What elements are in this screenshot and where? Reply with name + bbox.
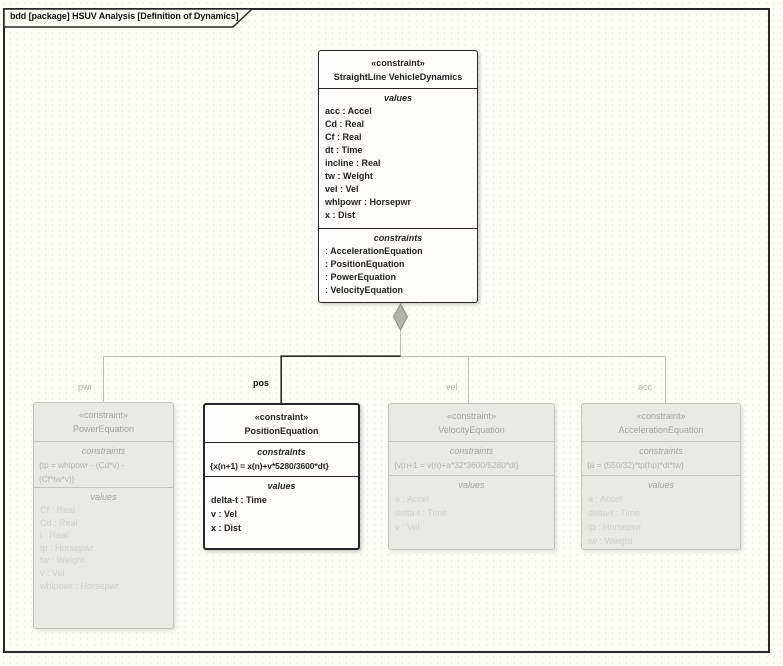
block-header: «constraint» PowerEquation [34, 403, 173, 436]
constraint-equation: {tp = whlpowr - (Cd*v) - [39, 460, 125, 470]
value-item: incline : Real [325, 158, 381, 168]
block-straightline-vehicle-dynamics[interactable]: «constraint» StraightLine VehicleDynamic… [318, 50, 478, 303]
role-label-pwr: pwr [78, 382, 93, 392]
constraints-compartment: constraints {x(n+1) = x(n)+v*5280/3600*d… [205, 442, 358, 476]
value-item: delta-t : Time [395, 508, 448, 518]
stereotype-label: «constraint» [371, 58, 425, 68]
constraint-equation: (Cf*tw*v)} [39, 474, 75, 484]
value-item: Cd : Real [40, 517, 78, 528]
value-item: Cd : Real [325, 119, 365, 129]
constraints-compartment: constraints {tp = whlpowr - (Cd*v) - (Cf… [34, 441, 173, 487]
constraint-item: : AccelerationEquation [325, 246, 423, 256]
value-item: delta-t : Time [588, 508, 641, 518]
values-compartment: values acc : Accel Cd : Real Cf : Real d… [319, 88, 477, 228]
constraint-item: : PowerEquation [325, 272, 397, 282]
value-item: tp : Horsepwr [40, 542, 94, 553]
value-item: tw : Weight [588, 536, 633, 546]
diagram-frame [3, 8, 770, 653]
value-item: v : Vel [40, 567, 65, 578]
block-acceleration-equation[interactable]: «constraint» AccelerationEquation constr… [581, 403, 741, 550]
value-item: v : Vel [395, 522, 420, 532]
value-item: Cf : Real [40, 505, 76, 515]
block-header: «constraint» VelocityEquation [389, 404, 554, 437]
stereotype-label: «constraint» [446, 411, 497, 421]
role-label-vel: vel [446, 382, 458, 392]
value-item: whlpowr : Horsepwr [40, 580, 120, 591]
value-item: dt : Time [325, 145, 363, 155]
block-position-equation[interactable]: «constraint» PositionEquation constraint… [203, 403, 360, 550]
value-item: tw : Weight [325, 171, 373, 181]
value-item: i : Real [40, 530, 69, 541]
stereotype-label: «constraint» [78, 410, 129, 420]
constraints-compartment: constraints {a = (550/32)*tp(hp)*dt*tw} [582, 441, 740, 475]
block-header: «constraint» StraightLine VehicleDynamic… [319, 51, 477, 84]
constraint-equation: {x(n+1) = x(n)+v*5280/3600*dt} [210, 461, 329, 471]
value-item: whlpowr : Horsepwr [325, 197, 412, 207]
block-name: AccelerationEquation [618, 425, 704, 435]
value-item: acc : Accel [325, 106, 372, 116]
value-item: a : Accel [588, 494, 623, 504]
block-name: PowerEquation [72, 424, 135, 434]
value-item: delta-t : Time [211, 495, 267, 505]
values-compartment-label: values [90, 492, 117, 502]
stereotype-label: «constraint» [254, 412, 309, 422]
constraint-item: : VelocityEquation [325, 285, 404, 295]
value-item: x : Dist [325, 210, 356, 220]
block-power-equation[interactable]: «constraint» PowerEquation constraints {… [33, 402, 174, 629]
values-compartment: values delta-t : Time v : Vel x : Dist [205, 476, 358, 548]
value-item: Cf : Real [325, 132, 362, 142]
values-compartment: values a : Accel delta-t : Time tp : Hor… [582, 475, 740, 549]
block-name: StraightLine VehicleDynamics [333, 72, 463, 82]
value-item: a : Accel [395, 494, 430, 504]
role-label-pos: pos [253, 378, 270, 388]
values-compartment-label: values [267, 481, 296, 491]
role-label-acc: acc [638, 382, 653, 392]
block-name: VelocityEquation [438, 425, 505, 435]
constraint-equation: {a = (550/32)*tp(hp)*dt*tw} [587, 460, 684, 470]
value-item: x : Dist [211, 523, 242, 533]
constraints-compartment-label: constraints [639, 446, 683, 456]
frame-title: bdd [package] HSUV Analysis [Definition … [10, 11, 239, 21]
constraints-compartment-label: constraints [373, 233, 423, 243]
constraints-compartment: constraints {v(n+1 = v(n)+a*32*3600/5280… [389, 441, 554, 475]
block-name: PositionEquation [244, 426, 319, 436]
constraints-compartment-label: constraints [257, 447, 306, 457]
value-item: vel : Vel [325, 184, 359, 194]
constraints-compartment-label: constraints [81, 446, 126, 456]
block-header: «constraint» PositionEquation [205, 405, 358, 438]
value-item: v : Vel [211, 509, 238, 519]
block-header: «constraint» AccelerationEquation [582, 404, 740, 437]
values-compartment-label: values [383, 93, 413, 103]
value-item: tp : Horsepwr [588, 522, 642, 532]
values-compartment: values Cf : Real Cd : Real i : Real tp :… [34, 487, 173, 628]
block-velocity-equation[interactable]: «constraint» VelocityEquation constraint… [388, 403, 555, 550]
constraint-item: : PositionEquation [325, 259, 405, 269]
values-compartment: values a : Accel delta-t : Time v : Vel [389, 475, 554, 549]
stereotype-label: «constraint» [636, 411, 686, 421]
values-compartment-label: values [458, 480, 485, 490]
values-compartment-label: values [647, 480, 674, 490]
constraints-compartment: constraints : AccelerationEquation : Pos… [319, 228, 477, 302]
constraint-equation: {v(n+1 = v(n)+a*32*3600/5280*dt} [394, 460, 519, 470]
constraints-compartment-label: constraints [449, 446, 494, 456]
value-item: tw : Weight [40, 555, 85, 566]
